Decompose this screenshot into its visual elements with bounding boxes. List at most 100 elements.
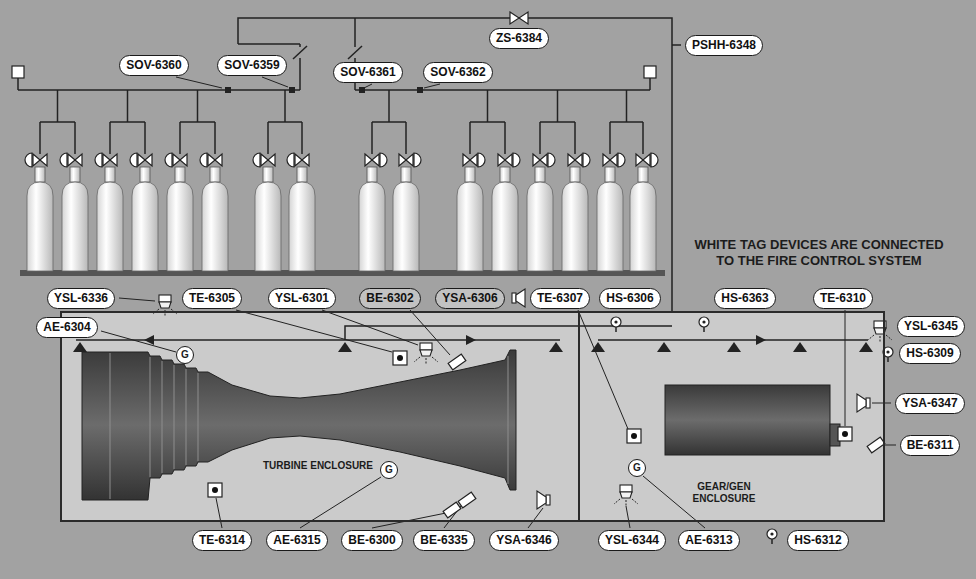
discharge-nozzle: [657, 342, 671, 352]
flow-arrow: [144, 335, 766, 345]
agent-cylinder-bank: [25, 153, 32, 167]
agent-cylinder-bank: [253, 153, 260, 167]
leader-line: [322, 310, 418, 345]
agent-piping: [649, 78, 651, 90]
tag-number: BE-6300: [348, 533, 395, 548]
enclosure-region: TURBINE ENCLOSURE G G: [60, 311, 580, 522]
field-device-symbols: [767, 529, 777, 544]
tag-number: TE-6307: [537, 291, 583, 306]
agent-cylinder-bank: [202, 122, 228, 271]
field-device-symbols: [208, 483, 222, 497]
tag-number: YSL-6345: [904, 319, 958, 334]
gas-turbine: [162, 361, 163, 473]
gas-turbine: [186, 369, 187, 465]
instrument-tag: ZS-6384: [489, 28, 549, 49]
agent-cylinder-bank: [165, 153, 172, 167]
agent-piping: [299, 44, 301, 47]
field-device-symbols: [153, 289, 893, 544]
tag-number: TE-6310: [820, 291, 866, 306]
instrument-tag: TE-6305: [182, 288, 242, 309]
agent-piping: [238, 18, 672, 340]
agent-cylinder-bank: [97, 122, 123, 271]
discharge-nozzle: [338, 342, 352, 352]
field-device-symbols: [512, 289, 525, 307]
tag-number: AE-6315: [273, 533, 320, 548]
gas-detector-circle: G: [380, 461, 398, 479]
leader-line: [845, 310, 846, 426]
agent-cylinder-bank: [478, 153, 485, 167]
tag-number: AE-6304: [43, 320, 90, 335]
agent-cylinder-bank: [95, 153, 102, 167]
instrument-tag: TE-6307: [530, 288, 590, 309]
detector-letter: G: [633, 462, 641, 474]
agent-cylinder-bank: [562, 122, 588, 271]
instrument-tag: HS-6309: [899, 343, 960, 364]
tag-number: BE-6335: [420, 533, 467, 548]
agent-cylinder-bank: [583, 153, 590, 167]
field-device-symbols: [867, 437, 885, 453]
tag-number: TE-6305: [189, 291, 235, 306]
agent-cylinder-bank: [289, 122, 315, 271]
limit-switch-valve: [510, 12, 528, 24]
instrument-tag: AE-6315: [266, 530, 327, 551]
agent-cylinder-bank: [492, 122, 518, 271]
agent-cylinder-bank: [25, 122, 658, 271]
field-device-symbols: [458, 492, 476, 508]
instrument-tag: AE-6313: [678, 530, 739, 551]
instrument-tag: SOV-6359: [217, 55, 286, 76]
instrument-tag: BE-6311: [900, 435, 961, 456]
instrument-tag: YSA-6346: [489, 530, 558, 551]
agent-cylinder-bank: [287, 153, 294, 167]
gas-turbine: [508, 356, 509, 484]
agent-cylinder-bank: [167, 122, 193, 271]
leader-line: [884, 445, 896, 446]
tag-number: YSL-6344: [605, 533, 659, 548]
agent-piping: [348, 46, 362, 59]
instrument-tag: TE-6310: [813, 288, 873, 309]
agent-piping: [355, 89, 650, 91]
flow-arrow: [466, 335, 476, 345]
field-device-symbols: [414, 343, 438, 364]
discharge-nozzle: [793, 342, 807, 352]
leader-line: [216, 498, 222, 528]
agent-cylinder-bank: [200, 153, 207, 167]
tag-number: BE-6311: [907, 438, 954, 453]
agent-piping: [284, 90, 286, 122]
agent-cylinder-bank: [393, 122, 419, 271]
tag-number: HS-6312: [794, 533, 841, 548]
pressure-switch-box: [644, 66, 656, 78]
agent-cylinder-bank: [651, 153, 658, 167]
gas-turbine: [110, 353, 508, 499]
discharge-nozzle: [549, 342, 563, 352]
agent-piping: [299, 58, 301, 90]
leader-line: [176, 77, 222, 88]
solenoid-marker: [225, 87, 231, 93]
instrument-tag: YSL-6336: [47, 288, 115, 309]
tag-number: YSA-6347: [902, 396, 957, 411]
agent-piping: [293, 46, 307, 59]
discharge-nozzle: [73, 342, 87, 352]
gas-detector-circle: G: [628, 459, 646, 477]
enclosure-name: TURBINE ENCLOSURE: [263, 460, 373, 472]
instrument-tag: YSL-6345: [897, 316, 965, 337]
instrument-tag: YSA-6306: [435, 288, 504, 309]
instrument-tag: YSL-6344: [598, 530, 666, 551]
leader-line: [101, 331, 176, 352]
gas-turbine: [82, 350, 516, 500]
tag-number: YSL-6336: [54, 291, 108, 306]
note-text: WHITE TAG DEVICES ARE CONNECTED TO THE F…: [688, 237, 950, 269]
tag-number: SOV-6361: [340, 65, 395, 80]
flow-arrow: [756, 335, 766, 345]
leader-line: [101, 298, 896, 528]
field-device-symbols: [627, 429, 641, 443]
gas-turbine: [150, 357, 151, 477]
agent-piping: [17, 78, 19, 90]
agent-cylinder-bank: [132, 122, 158, 271]
enclosure-name: GEAR/GEN ENCLOSURE: [689, 481, 759, 505]
agent-piping: [487, 90, 489, 122]
agent-cylinder-bank: [457, 122, 483, 271]
instrument-tag: YSL-6301: [268, 288, 336, 309]
tag-number: HS-6363: [721, 291, 768, 306]
tag-number: YSL-6301: [275, 291, 329, 306]
gas-detector-circle: G: [176, 346, 194, 364]
